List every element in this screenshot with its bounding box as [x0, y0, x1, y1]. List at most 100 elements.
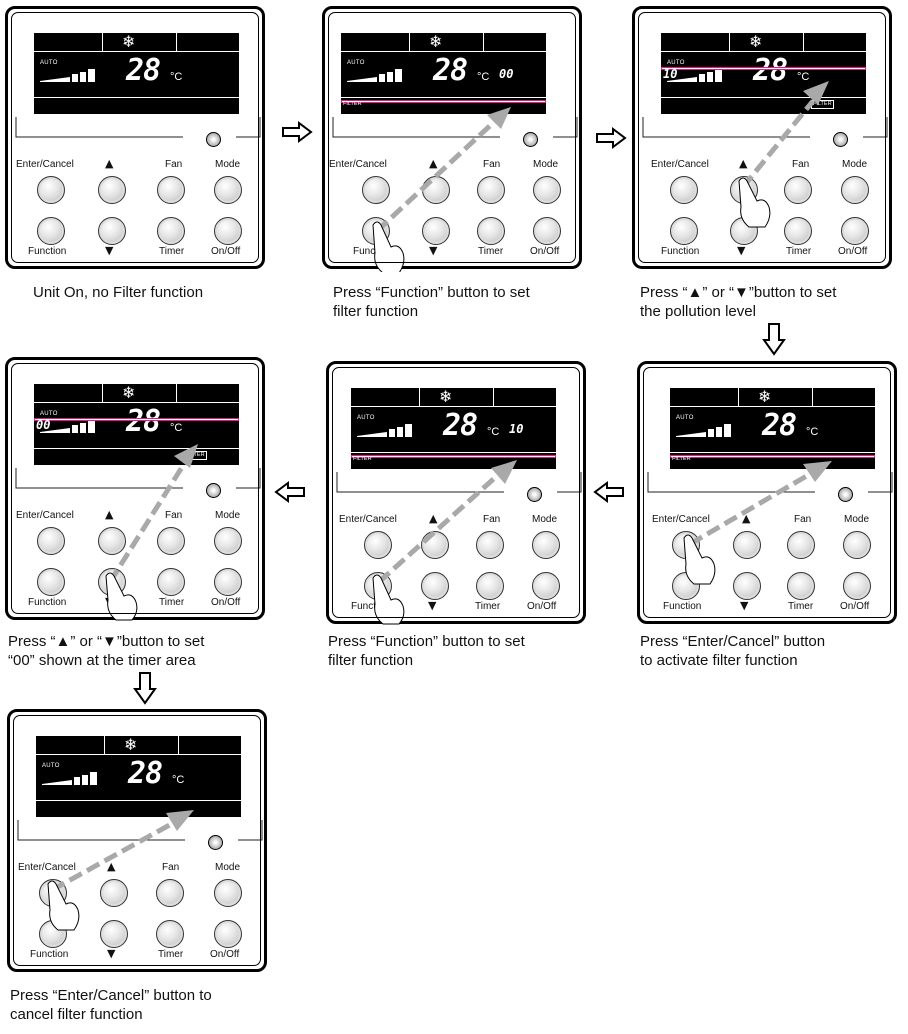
on-off-button[interactable] — [841, 217, 869, 245]
lcd-screen: ❄ AUTO 28 °C 00 FILTER — [34, 383, 239, 465]
up-button[interactable] — [422, 176, 450, 204]
down-button[interactable] — [730, 217, 758, 245]
on-off-button[interactable] — [214, 217, 242, 245]
down-button[interactable] — [98, 568, 126, 596]
on-off-label: On/Off — [211, 597, 241, 608]
enter-cancel-button[interactable] — [39, 879, 67, 907]
timer-button[interactable] — [787, 572, 815, 600]
timer-button[interactable] — [157, 568, 185, 596]
up-label: ▲ — [739, 157, 748, 170]
function-button[interactable] — [37, 217, 65, 245]
mode-button[interactable] — [533, 176, 561, 204]
function-label: Function — [661, 246, 700, 257]
auto-label: AUTO — [40, 60, 58, 66]
mode-label: Mode — [533, 159, 559, 170]
on-off-button[interactable] — [214, 568, 242, 596]
enter-cancel-button[interactable] — [672, 531, 700, 559]
fan-button[interactable] — [476, 531, 504, 559]
caption-line: Press “Function” button to set — [333, 284, 530, 301]
on-off-button[interactable] — [214, 920, 242, 948]
up-label: ▲ — [107, 860, 116, 873]
enter-cancel-label: Enter/Cancel — [339, 514, 397, 525]
enter-cancel-button[interactable] — [37, 527, 65, 555]
fan-button[interactable] — [787, 531, 815, 559]
down-button[interactable] — [733, 572, 761, 600]
function-button[interactable] — [37, 568, 65, 596]
enter-cancel-button[interactable] — [37, 176, 65, 204]
on-off-label: On/Off — [210, 949, 240, 960]
down-button[interactable] — [422, 217, 450, 245]
fan-button[interactable] — [156, 879, 184, 907]
sensor-icon — [206, 483, 221, 498]
lcd-screen: ❄ AUTO 28 °C — [36, 735, 241, 817]
mode-button[interactable] — [532, 531, 560, 559]
timer-button[interactable] — [476, 572, 504, 600]
up-button[interactable] — [730, 176, 758, 204]
remote-panel-7: ❄ AUTO 28 °C Enter/Cancel ▲ Fan Mode Fun… — [7, 709, 267, 972]
timer-label: Timer — [475, 601, 501, 612]
fan-button[interactable] — [784, 176, 812, 204]
on-off-button[interactable] — [532, 572, 560, 600]
on-off-label: On/Off — [840, 601, 870, 612]
mode-button[interactable] — [841, 176, 869, 204]
timer-button[interactable] — [156, 920, 184, 948]
mode-button[interactable] — [214, 879, 242, 907]
down-label: ▼ — [737, 244, 746, 257]
down-button[interactable] — [98, 217, 126, 245]
down-label: ▼ — [107, 947, 116, 960]
timer-button[interactable] — [157, 217, 185, 245]
lcd-screen: ❄ AUTO 28 °C FILTER — [670, 387, 875, 469]
mode-button[interactable] — [214, 527, 242, 555]
function-label: Function — [663, 601, 702, 612]
function-button[interactable] — [39, 920, 67, 948]
lcd-screen: ❄ AUTO 28 °C — [34, 32, 239, 114]
mode-button[interactable] — [843, 531, 871, 559]
function-button[interactable] — [670, 217, 698, 245]
remote-panel-4: ❄ AUTO 28 °C FILTER Enter/Cancel ▲ Fan M… — [637, 361, 897, 624]
enter-cancel-button[interactable] — [362, 176, 390, 204]
temperature-value: 28 — [433, 53, 468, 88]
auto-label: AUTO — [42, 763, 60, 769]
temperature-value: 28 — [443, 408, 478, 443]
up-button[interactable] — [98, 527, 126, 555]
down-button[interactable] — [100, 920, 128, 948]
up-button[interactable] — [421, 531, 449, 559]
temperature-unit: °C — [170, 71, 183, 83]
caption-line: Press “Enter/Cancel” button — [640, 633, 826, 650]
mode-label: Mode — [215, 862, 241, 873]
snowflake-icon: ❄ — [124, 735, 138, 754]
up-button[interactable] — [100, 879, 128, 907]
function-button[interactable] — [364, 572, 392, 600]
function-button[interactable] — [362, 217, 390, 245]
mode-button[interactable] — [214, 176, 242, 204]
pointer-arrow — [688, 461, 832, 547]
timer-button[interactable] — [477, 217, 505, 245]
lcd-screen: ❄ AUTO 28 °C 00 FILTER — [341, 32, 546, 114]
enter-cancel-button[interactable] — [670, 176, 698, 204]
fan-speed-bars-icon — [40, 69, 95, 82]
up-button[interactable] — [733, 531, 761, 559]
up-label: ▲ — [105, 157, 114, 170]
on-off-button[interactable] — [843, 572, 871, 600]
on-off-label: On/Off — [527, 601, 557, 612]
temperature-value: 28 — [126, 404, 161, 439]
temperature-value: 28 — [128, 756, 163, 791]
snowflake-icon: ❄ — [749, 32, 763, 51]
on-off-button[interactable] — [533, 217, 561, 245]
up-label: ▲ — [429, 157, 438, 170]
down-label: ▼ — [105, 595, 114, 608]
timer-button[interactable] — [784, 217, 812, 245]
up-button[interactable] — [98, 176, 126, 204]
timer-label: Timer — [788, 601, 814, 612]
function-button[interactable] — [672, 572, 700, 600]
fan-button[interactable] — [157, 176, 185, 204]
fan-speed-bars-icon — [676, 424, 731, 437]
enter-cancel-button[interactable] — [364, 531, 392, 559]
auto-label: AUTO — [676, 415, 694, 421]
caption-line: Press “Enter/Cancel” button to — [10, 987, 212, 1004]
down-label: ▼ — [429, 244, 438, 257]
fan-button[interactable] — [477, 176, 505, 204]
down-button[interactable] — [421, 572, 449, 600]
fan-button[interactable] — [157, 527, 185, 555]
timer-value: 00 — [34, 418, 239, 432]
